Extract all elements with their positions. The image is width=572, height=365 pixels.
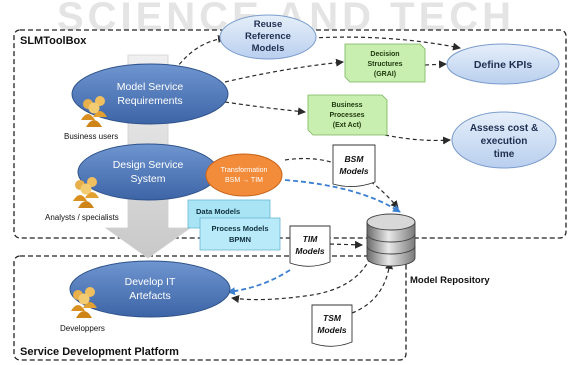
arrow-transformation-to-repository-blue: [284, 179, 401, 213]
assess-cost-node[interactable]: Assess cost & execution time: [451, 111, 557, 169]
platform-group-frame: [13, 255, 407, 361]
requirements-line-2: Requirements: [117, 95, 182, 107]
transformation-line-1: Transformation: [221, 167, 268, 174]
business-processes-line-2: Processes: [329, 112, 364, 119]
tsm-line-2: Models: [317, 325, 347, 335]
tim-models-document[interactable]: TIM Models: [289, 225, 331, 267]
requirements-line-1: Model Service: [117, 81, 184, 93]
reuse-reference-models-node[interactable]: Reuse Reference Models: [219, 14, 317, 60]
develop-line-2: Artefacts: [129, 290, 170, 302]
design-line-2: System: [130, 173, 165, 185]
assess-line-1: Assess cost &: [470, 123, 538, 134]
arrow-repository-to-develop: [231, 257, 371, 303]
business-users-people-icon: [81, 96, 107, 127]
process-models-line-1: Process Models: [211, 224, 268, 233]
arrow-reuse-to-kpis: [311, 36, 461, 51]
decision-structures-note[interactable]: Decision Structures (GRAI): [344, 43, 426, 83]
arrow-tsm-to-repository: [351, 261, 394, 314]
tim-line-2: Models: [295, 246, 325, 256]
arrow-decision-to-kpis: [424, 60, 447, 69]
define-kpis-label: Define KPIs: [474, 59, 533, 71]
arrow-requirements-to-decision: [224, 58, 344, 83]
analysts-label: Analysts / specialists: [45, 213, 119, 222]
decision-line-3: (GRAI): [374, 71, 396, 78]
business-processes-line-3: (Ext Act): [333, 122, 362, 129]
bsm-line-1: BSM: [345, 154, 365, 164]
develop-it-artefacts-node[interactable]: Develop IT Artefacts: [69, 260, 231, 318]
design-service-system-node[interactable]: Design Service System: [77, 143, 219, 201]
developpers-label: Developpers: [60, 324, 105, 333]
reuse-line-3: Models: [252, 43, 285, 54]
arrow-requirements-to-business-processes: [224, 101, 306, 116]
transformation-node[interactable]: Transformation BSM → TIM: [205, 153, 283, 197]
toolbox-group-label: SLMToolBox: [20, 35, 87, 47]
platform-group-label: Service Development Platform: [20, 346, 179, 358]
bsm-line-2: Models: [339, 166, 369, 176]
tsm-line-1: TSM: [323, 313, 342, 323]
business-processes-line-1: Business: [331, 102, 362, 109]
arrow-transformation-to-repository: [284, 157, 399, 209]
data-models-label: Data Models: [196, 207, 240, 216]
model-repository-label: Model Repository: [410, 275, 490, 286]
model-service-requirements-node[interactable]: Model Service Requirements: [71, 63, 229, 125]
reuse-line-1: Reuse: [254, 19, 283, 30]
blue-connectors: [227, 179, 401, 296]
arrow-business-processes-to-assess: [384, 134, 451, 145]
developpers-people-icon: [71, 287, 97, 318]
arrow-tim-to-repository: [329, 240, 363, 249]
transformation-line-2: BSM → TIM: [225, 177, 263, 184]
process-models-note[interactable]: Process Models BPMN: [199, 217, 281, 251]
tim-line-1: TIM: [303, 234, 319, 244]
define-kpis-node[interactable]: Define KPIs: [446, 43, 560, 85]
tsm-models-document[interactable]: TSM Models: [311, 304, 353, 347]
arrow-requirements-to-reuse: [174, 34, 226, 71]
arrow-tim-to-develop: [227, 269, 291, 296]
business-users-label: Business users: [64, 132, 118, 141]
assess-line-3: time: [494, 149, 515, 160]
process-models-line-2: BPMN: [229, 235, 251, 244]
develop-line-1: Develop IT: [125, 276, 176, 288]
design-line-1: Design Service: [113, 159, 184, 171]
bsm-models-document[interactable]: BSM Models: [332, 144, 376, 187]
decision-line-2: Structures: [367, 61, 402, 68]
reuse-line-2: Reference: [245, 31, 291, 42]
business-processes-note[interactable]: Business Processes (Ext Act): [307, 94, 388, 136]
assess-line-2: execution: [481, 136, 528, 147]
decision-line-1: Decision: [370, 51, 399, 58]
analysts-people-icon: [73, 177, 99, 208]
model-repository-database-icon[interactable]: [366, 213, 416, 267]
